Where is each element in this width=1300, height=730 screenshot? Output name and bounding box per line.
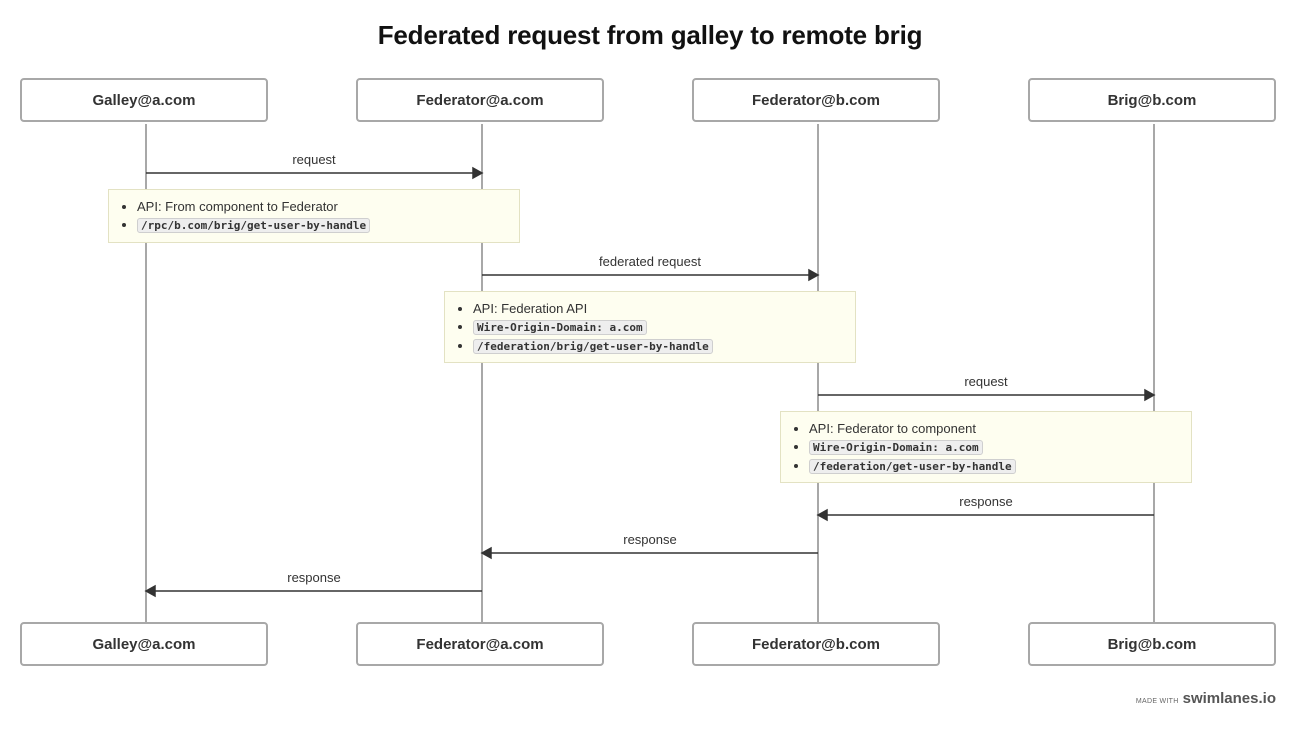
message-label-3: request bbox=[964, 374, 1008, 389]
note-1-item: /rpc/b.com/brig/get-user-by-handle bbox=[137, 216, 509, 235]
message-label-6: response bbox=[287, 570, 341, 585]
swimlanes-footer-link[interactable]: MADE WITH swimlanes.io bbox=[1136, 690, 1276, 707]
actor-top-federator-b: Federator@b.com bbox=[692, 78, 940, 122]
note-1-item: API: From component to Federator bbox=[137, 198, 509, 216]
note-3-item: /federation/get-user-by-handle bbox=[809, 457, 1181, 476]
message-label-2: federated request bbox=[599, 254, 701, 269]
note-2: API: Federation API Wire-Origin-Domain: … bbox=[444, 291, 856, 363]
note-2-text: API: Federation API bbox=[473, 301, 588, 316]
note-3-code-header: Wire-Origin-Domain: a.com bbox=[809, 440, 983, 455]
note-3-item: Wire-Origin-Domain: a.com bbox=[809, 438, 1181, 457]
actor-bottom-galley-a: Galley@a.com bbox=[20, 622, 268, 666]
note-3-text: API: Federator to component bbox=[809, 421, 976, 436]
note-3: API: Federator to component Wire-Origin-… bbox=[780, 411, 1192, 483]
arrowhead-msg-5 bbox=[480, 546, 492, 560]
note-3-code-path: /federation/get-user-by-handle bbox=[809, 459, 1016, 474]
message-label-1: request bbox=[292, 152, 336, 167]
diagram-title: Federated request from galley to remote … bbox=[377, 20, 923, 50]
lifeline-federator-a bbox=[481, 124, 483, 624]
arrowhead-msg-6 bbox=[144, 584, 156, 598]
lifeline-galley-a bbox=[145, 124, 147, 624]
actor-bottom-brig-b: Brig@b.com bbox=[1028, 622, 1276, 666]
note-2-code-path: /federation/brig/get-user-by-handle bbox=[473, 339, 713, 354]
message-label-4: response bbox=[959, 494, 1013, 509]
made-with-label: MADE WITH bbox=[1135, 698, 1179, 705]
actor-top-brig-b: Brig@b.com bbox=[1028, 78, 1276, 122]
note-2-code-header: Wire-Origin-Domain: a.com bbox=[473, 320, 647, 335]
actor-top-galley-a: Galley@a.com bbox=[20, 78, 268, 122]
note-2-item: Wire-Origin-Domain: a.com bbox=[473, 318, 845, 337]
actor-bottom-federator-b: Federator@b.com bbox=[692, 622, 940, 666]
note-1-code-path: /rpc/b.com/brig/get-user-by-handle bbox=[137, 218, 371, 233]
lifeline-brig-b bbox=[1153, 124, 1155, 624]
note-2-item: /federation/brig/get-user-by-handle bbox=[473, 337, 845, 356]
swimlanes-brand: swimlanes.io bbox=[1182, 690, 1276, 707]
message-label-5: response bbox=[623, 532, 677, 547]
note-1-text: API: From component to Federator bbox=[137, 199, 338, 214]
lifeline-federator-b bbox=[817, 124, 819, 624]
actor-top-federator-a: Federator@a.com bbox=[356, 78, 604, 122]
arrowhead-msg-4 bbox=[816, 508, 828, 522]
note-2-item: API: Federation API bbox=[473, 300, 845, 318]
note-1: API: From component to Federator /rpc/b.… bbox=[108, 189, 520, 243]
actor-bottom-federator-a: Federator@a.com bbox=[356, 622, 604, 666]
note-3-item: API: Federator to component bbox=[809, 420, 1181, 438]
